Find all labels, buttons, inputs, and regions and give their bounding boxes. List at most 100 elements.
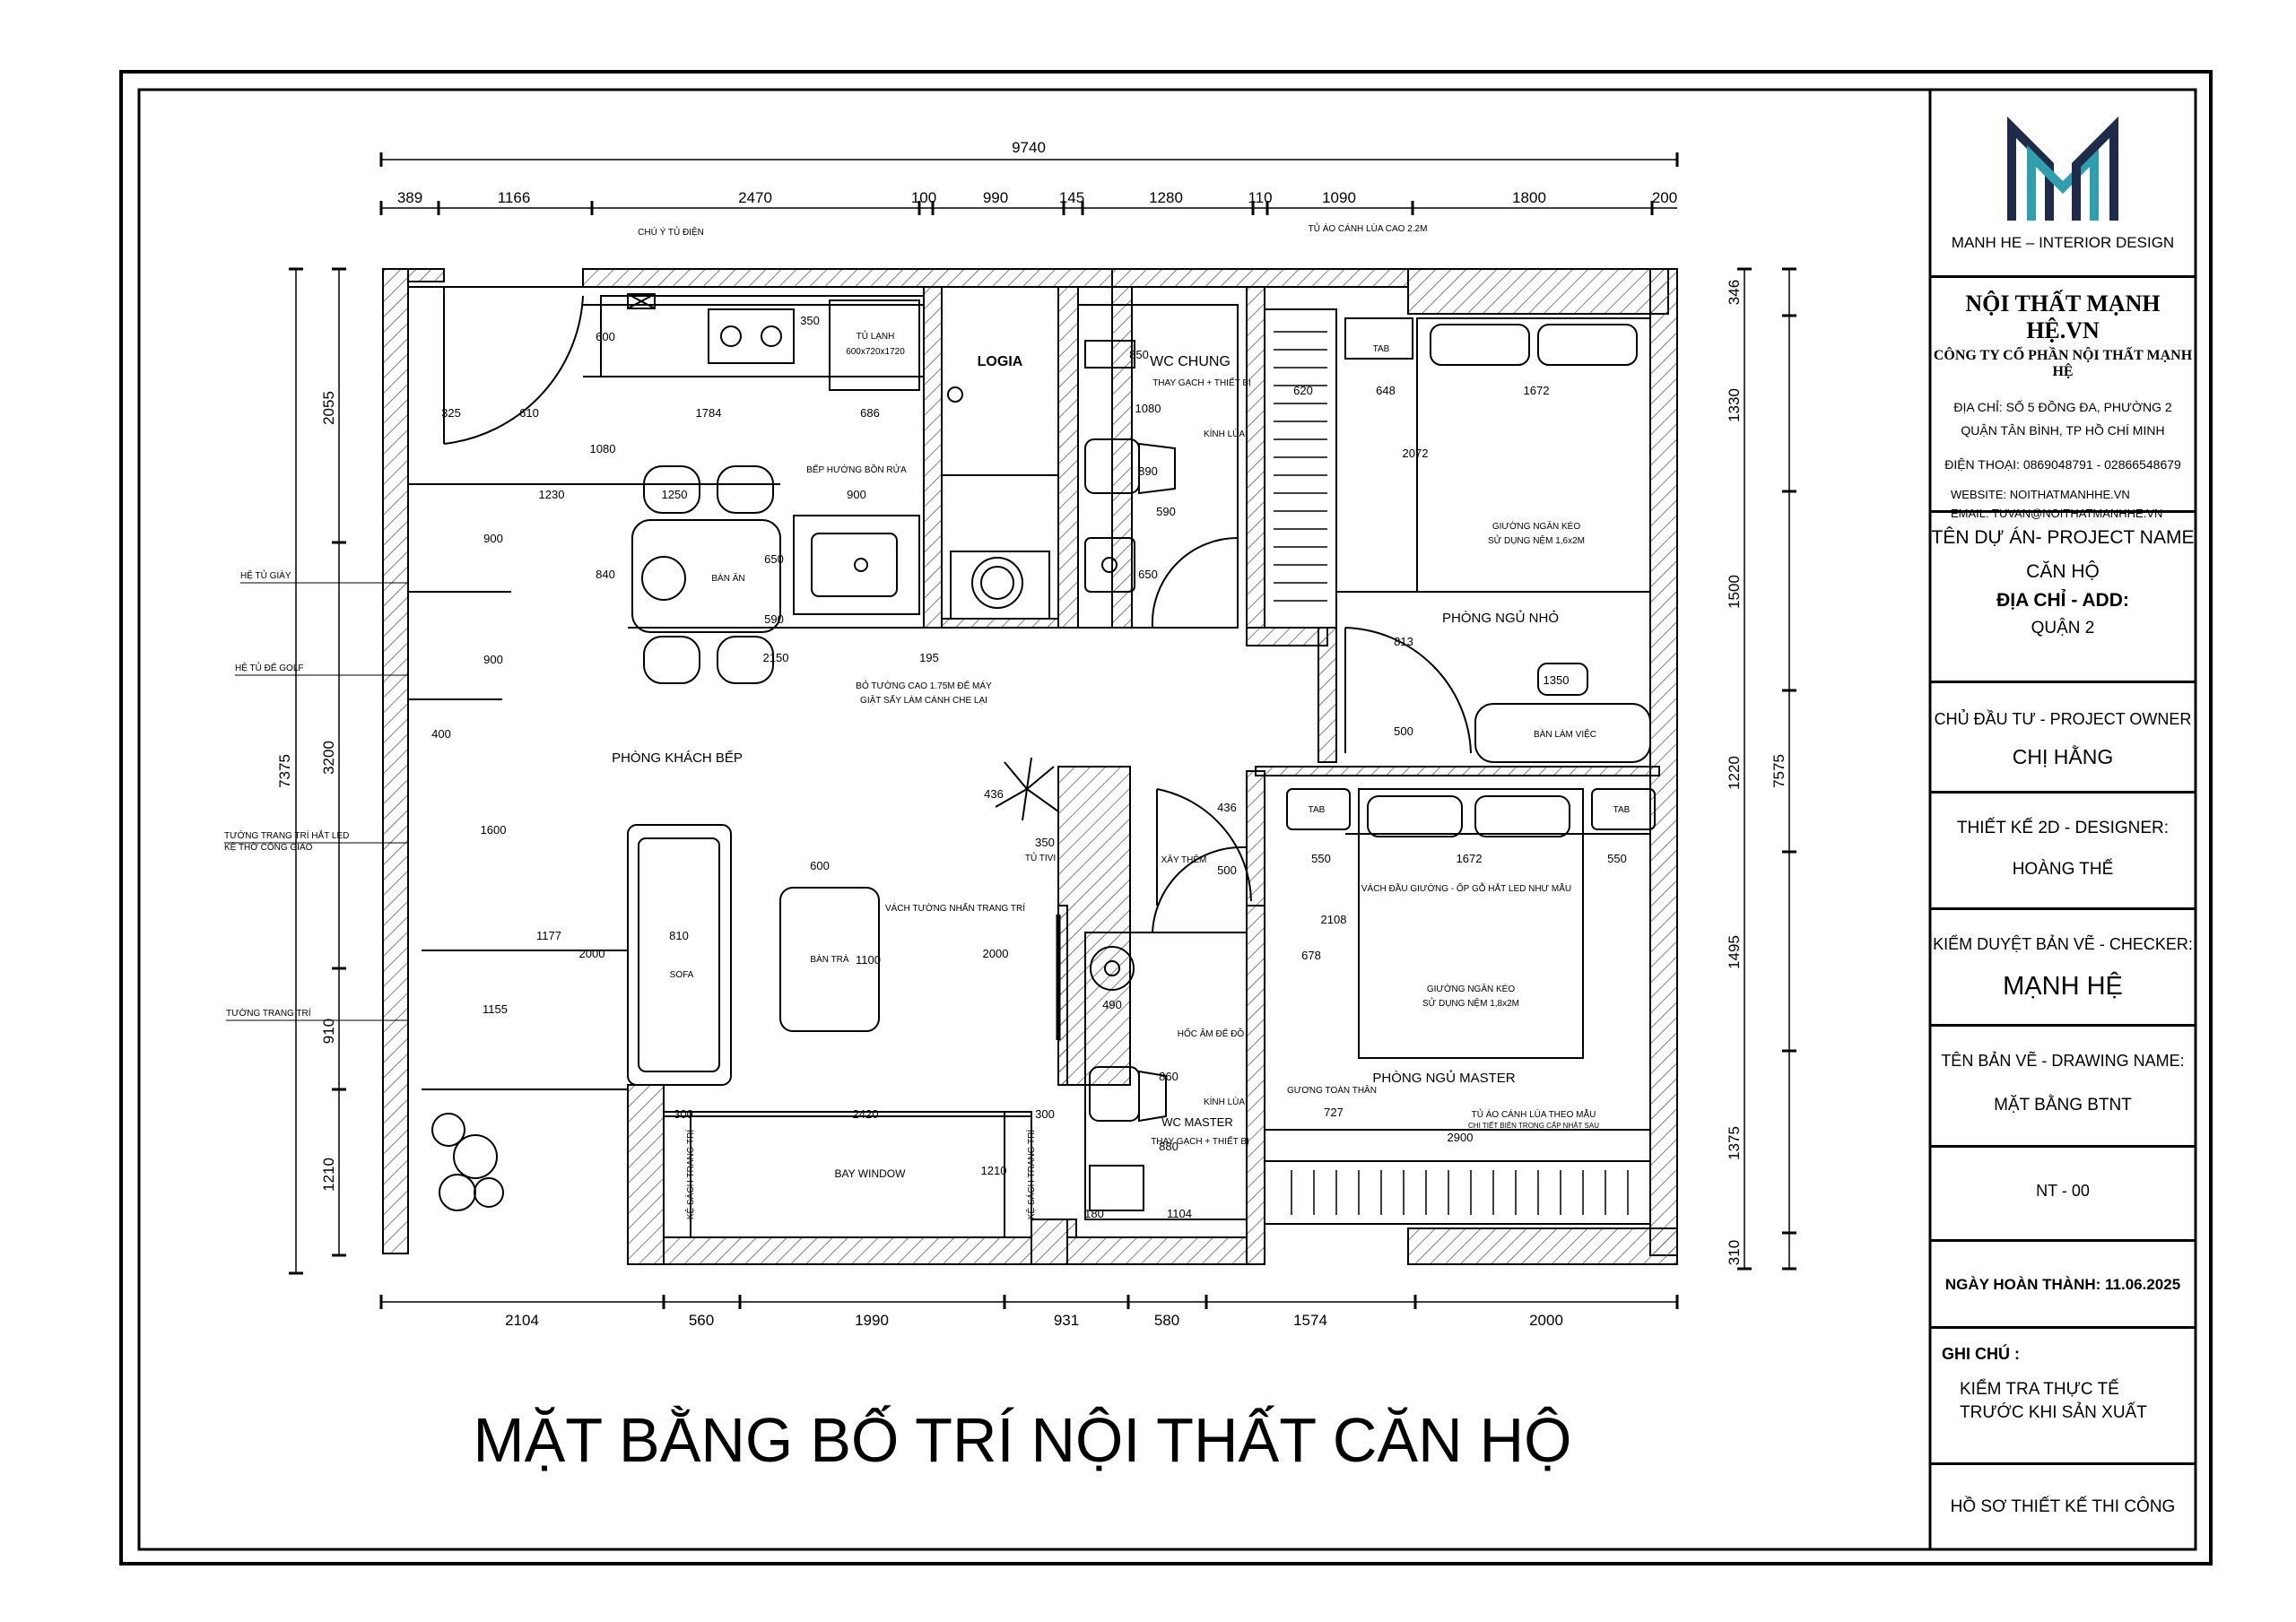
inner-frame [137, 88, 2197, 1551]
dim-left-overall: 7375 [276, 754, 293, 788]
dim-interior: 850 [1129, 348, 1149, 361]
label-wc-chung: WC CHUNG [1150, 354, 1231, 369]
title-block: MANH HE – INTERIOR DESIGN NỘI THẤT MẠNH … [1931, 90, 2195, 1549]
plant-icon [431, 1113, 504, 1211]
dim-right: 1495 [1726, 935, 1743, 969]
dim-top: 110 [1248, 189, 1272, 206]
dim-interior: 1080 [590, 442, 616, 455]
master-wardrobe-lines [1291, 1170, 1629, 1215]
dim-interior: 1600 [481, 823, 507, 837]
label-tv-cabinet: TỦ TIVI [1025, 852, 1056, 863]
label-master-wardrobe: TỦ ÁO CÁNH LÙA THEO MẪU [1472, 1108, 1596, 1120]
wc-chung-door-swing [1151, 536, 1239, 629]
project-cell: TÊN DỰ ÁN- PROJECT NAME CĂN HỘ ĐỊA CHỈ -… [1931, 513, 2195, 683]
room-labels: LOGIA WC CHUNG PHÒNG NGỦ NHỎ PHÒNG KHÁCH… [612, 354, 1559, 1180]
dim-interior: 678 [1301, 949, 1321, 962]
fridge-icon [829, 299, 920, 391]
label-coffee-table: BÀN TRÀ [810, 953, 848, 965]
label-fridge: TỦ LẠNH [857, 330, 895, 342]
dim-interior: 610 [519, 406, 539, 420]
label-bed-drawer: GIƯỜNG NGĂN KÉO [1492, 520, 1580, 532]
dim-interior: 1672 [1524, 384, 1550, 397]
nightstand-master-right [1591, 788, 1656, 830]
cooktop-icon [708, 308, 795, 364]
company-address-2: QUẬN TÂN BÌNH, TP HỒ CHÍ MINH [1961, 423, 2165, 438]
dim-interior: 300 [1035, 1107, 1055, 1121]
note-wc-master: THAY GẠCH + THIẾT BỊ [1151, 1135, 1249, 1147]
dim-bottom: 2104 [505, 1312, 539, 1329]
label-electric-panel: CHÚ Ý TỦ ĐIỆN [638, 226, 704, 238]
dim-left: 910 [320, 1019, 337, 1044]
entry-door-swing [443, 287, 584, 445]
wc-master-room [1084, 932, 1248, 1220]
dim-right: 1375 [1726, 1126, 1743, 1160]
dim-interior: 325 [441, 406, 461, 420]
dim-left: 1210 [320, 1158, 337, 1192]
bookshelf-left [663, 1111, 691, 1238]
dim-interior: 686 [860, 406, 880, 420]
sofa-icon [627, 824, 732, 1086]
dim-right: 1500 [1726, 575, 1743, 609]
dim-interior: 590 [1156, 505, 1176, 518]
kitchen-counter [600, 295, 925, 377]
wardrobe-hangers [1274, 331, 1327, 602]
left-side-labels: HỆ TỦ GIÀY HỆ TỦ ĐỂ GOLF TƯỜNG TRANG TRÍ… [224, 569, 349, 1019]
dim-interior: 860 [1159, 1070, 1178, 1083]
dim-interior: 890 [1138, 464, 1158, 478]
designer-value: HOÀNG THẾ [2012, 860, 2114, 879]
dim-top: 100 [911, 189, 936, 206]
dim-bottom: 1990 [855, 1312, 889, 1329]
leader-lines [224, 582, 408, 1021]
dim-interior: 900 [483, 532, 503, 545]
company-email: EMAIL: TUVAN@NOITHATMANHHE.VN [1951, 507, 2163, 520]
dim-interior: 350 [800, 314, 820, 327]
wardrobe-small-bedroom [1264, 308, 1337, 629]
dim-right: 310 [1726, 1240, 1743, 1265]
wc-chung-room [1077, 304, 1239, 629]
label-living-kitchen: PHÒNG KHÁCH BẾP [612, 750, 743, 766]
sheet-number: NT - 00 [2036, 1182, 2090, 1200]
nightstand-small-bedroom [1344, 317, 1413, 360]
dim-right: 1220 [1726, 756, 1743, 790]
label-headboard-wall: VÁCH ĐẦU GIƯỜNG - ỐP GỖ HẮT LED NHƯ MẪU [1361, 881, 1571, 894]
logia-room [941, 286, 1059, 620]
dim-left: 2055 [320, 391, 337, 425]
company-full-name: CÔNG TY CỔ PHẦN NỘI THẤT MẠNH HỆ [1933, 348, 2193, 379]
dim-interior: 350 [1035, 836, 1055, 849]
chair-icon [717, 636, 774, 684]
note-wall-removal: BỎ TƯỜNG CAO 1.75M ĐỂ MÁY [856, 680, 992, 691]
company-phone: ĐIỆN THOẠI: 0869048791 - 02866548679 [1944, 457, 2181, 472]
chair-icon [717, 465, 774, 514]
label-led-wall: TƯỜNG TRANG TRÍ HẮT LED [224, 829, 349, 841]
address-value: QUẬN 2 [2031, 619, 2095, 638]
label-small-bedroom: PHÒNG NGỦ NHỎ [1442, 610, 1559, 626]
dim-interior: 810 [669, 929, 689, 942]
logo-cell: MANH HE – INTERIOR DESIGN [1931, 90, 2195, 278]
dim-interior: 500 [1217, 863, 1237, 877]
designer-label: THIẾT KẾ 2D - DESIGNER: [1956, 819, 2170, 837]
dim-interior: 500 [1394, 724, 1413, 738]
label-cooktop-facing-sink: BẾP HƯỚNG BỒN RỬA [806, 464, 907, 475]
dim-interior: 1250 [662, 488, 688, 501]
footer-cell: HỒ SƠ THIẾT KẾ THI CÔNG [1931, 1465, 2195, 1549]
company-website: WEBSITE: NOITHATMANHHE.VN [1951, 488, 2130, 501]
dim-interior: 1784 [696, 406, 722, 420]
checker-label: KIỂM DUYỆT BẢN VẼ - CHECKER: [1933, 935, 2193, 953]
label-nightstand: TAB [1613, 805, 1631, 815]
dim-interior: 1230 [539, 488, 565, 501]
vertical-dimension-texts: 7375 2055 3200 910 1210 7575 346 1330 15… [276, 280, 1787, 1265]
dim-interior: 1100 [856, 953, 881, 967]
label-accent-wall: VÁCH TƯỜNG NHẤN TRANG TRÍ [885, 902, 1025, 914]
note-line-1: KIỂM TRA THỰC TẾ [1960, 1380, 2119, 1399]
dim-interior: 727 [1324, 1106, 1344, 1119]
dim-interior: 1672 [1457, 852, 1483, 865]
dim-interior: 180 [1084, 1207, 1104, 1220]
owner-cell: CHỦ ĐẦU TƯ - PROJECT OWNER CHỊ HẰNG [1931, 683, 2195, 794]
desk-chair-icon [1537, 663, 1588, 696]
footer-text: HỒ SƠ THIẾT KẾ THI CÔNG [1950, 1497, 2176, 1516]
project-value: CĂN HỘ [2026, 561, 2100, 582]
label-decor-wall: TƯỜNG TRANG TRÍ [226, 1007, 311, 1019]
dim-interior: 650 [1138, 568, 1158, 581]
dim-interior: 590 [764, 612, 784, 626]
wc-master-door-swing [1152, 846, 1248, 933]
